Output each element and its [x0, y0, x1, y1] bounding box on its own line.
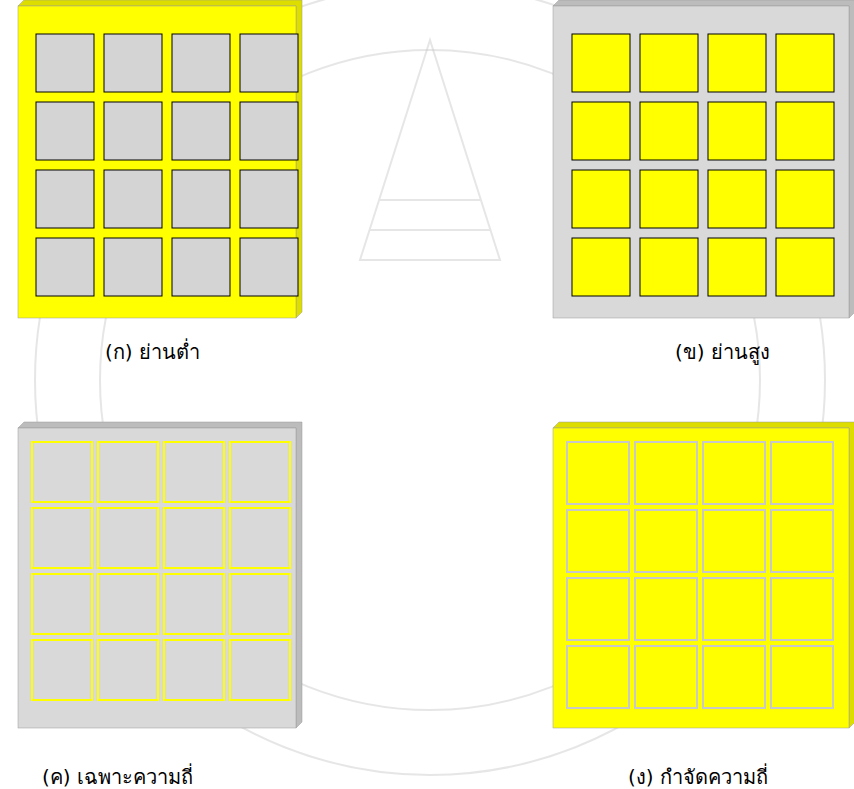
mask-cell: [32, 508, 92, 568]
mask-cell: [635, 646, 697, 708]
mask-cell: [776, 102, 834, 160]
mask-cell: [240, 102, 298, 160]
mask-cell: [572, 102, 630, 160]
mask-cell: [776, 170, 834, 228]
mask-cell: [567, 578, 629, 640]
mask-cell: [640, 102, 698, 160]
mask-cell: [230, 508, 290, 568]
mask-cell: [172, 238, 230, 296]
panel-caption: (ง) กำจัดความถี่: [628, 765, 768, 789]
mask-cell: [104, 238, 162, 296]
mask-cell: [32, 640, 92, 700]
mask-cell: [708, 34, 766, 92]
mask-cell: [240, 238, 298, 296]
mask-cell: [635, 578, 697, 640]
panel-caption: (ข) ย่านสูง: [675, 340, 770, 364]
filter-mask-panel: [18, 0, 302, 318]
mask-cell: [240, 170, 298, 228]
mask-cell: [635, 510, 697, 572]
mask-cell: [32, 442, 92, 502]
mask-cell: [703, 646, 765, 708]
mask-cell: [703, 442, 765, 504]
mask-cell: [230, 640, 290, 700]
panel-caption: (ก) ย่านต่ำ: [105, 340, 200, 364]
filter-mask-panel: [18, 422, 302, 728]
mask-cell: [771, 442, 833, 504]
mask-cell: [32, 574, 92, 634]
mask-cell: [98, 442, 158, 502]
mask-cell: [567, 442, 629, 504]
mask-cell: [771, 578, 833, 640]
mask-cell: [572, 238, 630, 296]
mask-cell: [172, 102, 230, 160]
mask-cell: [708, 102, 766, 160]
mask-cell: [640, 170, 698, 228]
panel-caption: (ค) เฉพาะความถี่: [42, 765, 193, 789]
mask-cell: [776, 238, 834, 296]
mask-cell: [635, 442, 697, 504]
mask-cell: [104, 170, 162, 228]
mask-cell: [98, 508, 158, 568]
mask-cell: [771, 510, 833, 572]
mask-cell: [98, 574, 158, 634]
mask-cell: [230, 574, 290, 634]
mask-cell: [567, 510, 629, 572]
mask-cell: [104, 34, 162, 92]
mask-cell: [703, 510, 765, 572]
mask-cell: [164, 574, 224, 634]
filter-mask-panel: [553, 0, 854, 318]
mask-cell: [572, 170, 630, 228]
mask-cell: [230, 442, 290, 502]
mask-cell: [164, 508, 224, 568]
mask-cell: [172, 170, 230, 228]
mask-cell: [36, 34, 94, 92]
mask-cell: [640, 34, 698, 92]
mask-cell: [98, 640, 158, 700]
mask-cell: [36, 238, 94, 296]
mask-cell: [164, 640, 224, 700]
mask-cell: [36, 170, 94, 228]
mask-cell: [708, 238, 766, 296]
mask-cell: [567, 646, 629, 708]
mask-cell: [172, 34, 230, 92]
mask-cell: [36, 102, 94, 160]
mask-cell: [771, 646, 833, 708]
mask-cell: [776, 34, 834, 92]
mask-cell: [240, 34, 298, 92]
mask-cell: [572, 34, 630, 92]
mask-cell: [708, 170, 766, 228]
mask-cell: [104, 102, 162, 160]
filter-mask-panel: [553, 422, 854, 728]
mask-cell: [703, 578, 765, 640]
mask-cell: [164, 442, 224, 502]
mask-cell: [640, 238, 698, 296]
